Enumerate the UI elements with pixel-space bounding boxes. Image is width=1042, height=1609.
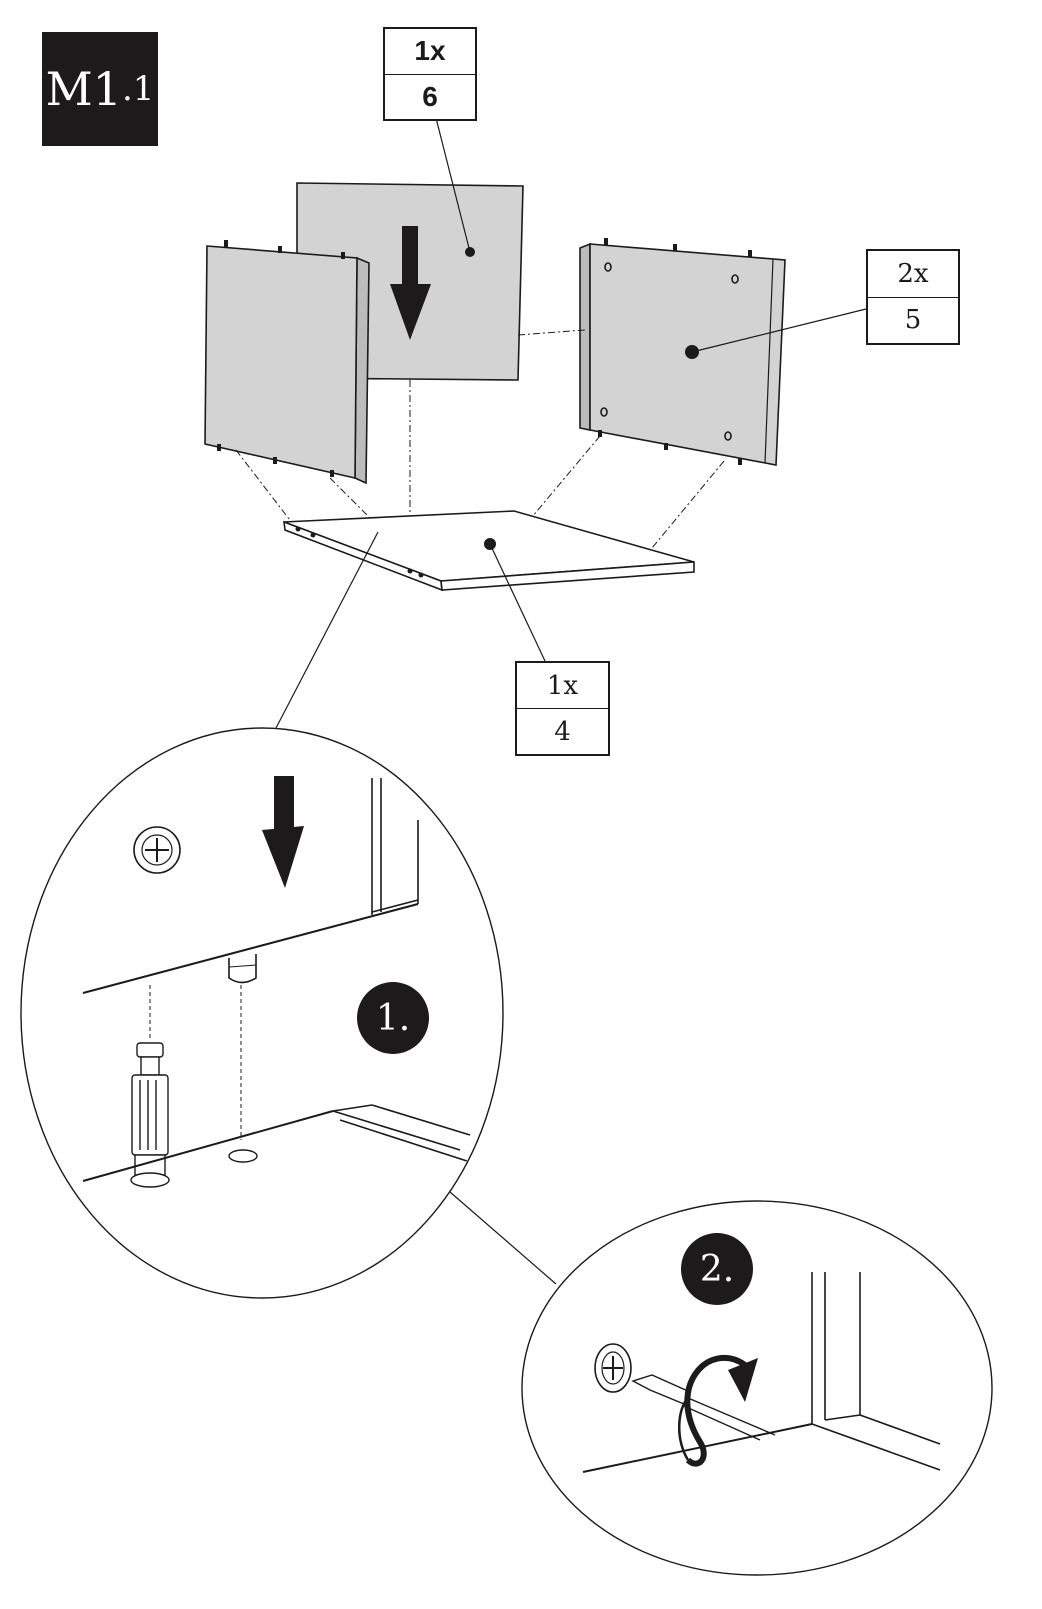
- lower-panel-edge: [339, 1119, 471, 1163]
- right-panel-pin: [673, 244, 677, 251]
- left-panel-pin: [330, 470, 334, 477]
- part-number: 5: [868, 296, 958, 344]
- leader-line-bottom: [489, 543, 546, 662]
- step-label: M1.1: [42, 32, 158, 146]
- substep-badge-1: 1.: [357, 982, 429, 1054]
- down-arrow-icon: [390, 226, 431, 340]
- dowel-hole: [228, 1149, 258, 1163]
- lower-panel-edge: [82, 1110, 334, 1182]
- right-panel-pin: [598, 430, 602, 437]
- part-callout-back-panel: 1x 6: [383, 27, 477, 121]
- rotate-arrow-icon: [678, 1355, 758, 1467]
- cam-hole: [724, 431, 732, 441]
- part-callout-side-panel: 2x 5: [866, 249, 960, 345]
- panel-edge: [582, 1423, 813, 1473]
- screwdriver-icon: [631, 1374, 776, 1441]
- cam-bolt: [130, 1042, 170, 1188]
- dowel-icon: [228, 954, 257, 984]
- bottom-hole: [418, 572, 424, 578]
- bottom-hole: [407, 568, 413, 574]
- part-callout-bottom-panel: 1x 4: [515, 661, 610, 756]
- left-panel-pin: [341, 252, 345, 259]
- bottom-panel-side: [440, 561, 695, 591]
- leader-line-top: [435, 117, 471, 253]
- cam-lock-icon: [133, 826, 181, 874]
- cam-lock-icon: [594, 1343, 632, 1393]
- left-panel-pin: [278, 246, 282, 253]
- right-side-panel-edge: [579, 242, 591, 431]
- leader-line-right: [691, 308, 867, 353]
- part-number: 6: [385, 73, 475, 120]
- lower-panel-edge: [332, 1110, 461, 1151]
- left-panel-pin: [217, 444, 221, 451]
- part-quantity: 2x: [897, 258, 929, 289]
- right-panel-pin: [748, 250, 752, 257]
- part-number: 4: [517, 708, 608, 754]
- detail-circle-2: [521, 1200, 993, 1576]
- left-panel-pin: [224, 240, 228, 247]
- cam-hole: [600, 407, 608, 417]
- right-panel-pin: [738, 458, 742, 465]
- part-quantity: 1x: [414, 35, 446, 67]
- detail-circle-1: [20, 727, 504, 1299]
- cam-hole: [604, 262, 612, 272]
- cam-hole: [731, 274, 739, 284]
- left-side-panel: [204, 245, 358, 479]
- step-label-sub: .1: [121, 69, 155, 109]
- lower-panel-edge: [332, 1104, 373, 1112]
- upper-panel-edge: [82, 903, 419, 994]
- bottom-hole: [310, 532, 316, 538]
- step-label-main: M1: [45, 62, 122, 116]
- lower-panel-edge: [371, 1104, 471, 1136]
- left-panel-pin: [273, 457, 277, 464]
- right-panel-pin: [604, 238, 608, 245]
- down-arrow-icon: [262, 776, 304, 888]
- floor-edge: [859, 1414, 941, 1445]
- right-panel-pin: [664, 443, 668, 450]
- right-panel-edge-line: [764, 258, 774, 464]
- detail-2-connector: [449, 1191, 557, 1285]
- substep-badge-2: 2.: [681, 1233, 753, 1305]
- upper-panel-post: [371, 899, 419, 913]
- detail-1-connector: [275, 531, 379, 729]
- part-quantity: 1x: [546, 670, 579, 701]
- bottom-hole: [295, 526, 301, 532]
- floor-edge: [811, 1423, 941, 1471]
- panel-post: [824, 1414, 861, 1421]
